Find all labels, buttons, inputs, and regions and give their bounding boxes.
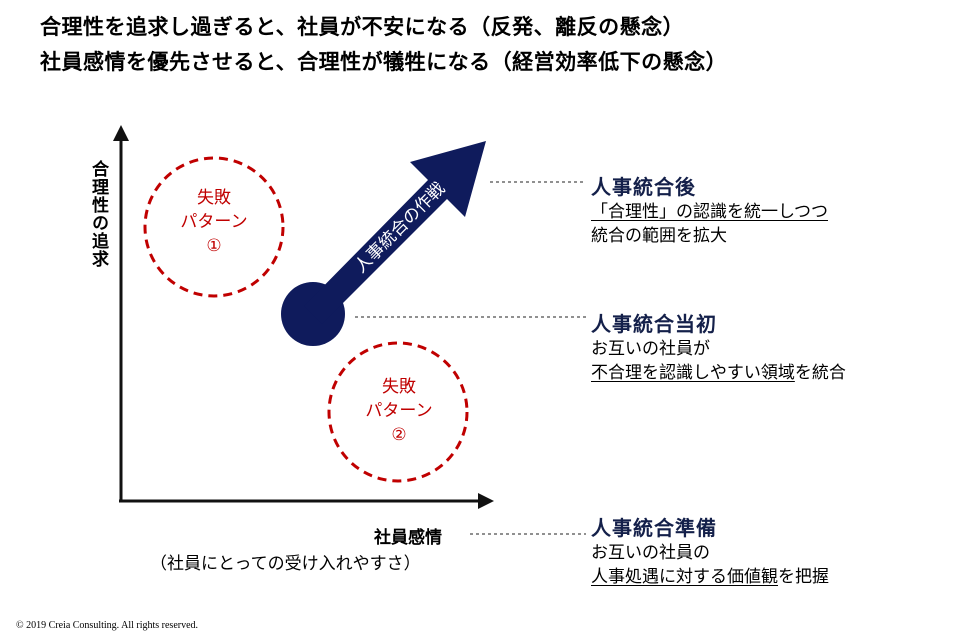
failure-pattern-2-line2: パターン	[365, 401, 433, 421]
failure-pattern-circle-1	[143, 156, 285, 298]
y-axis-label: 合理性の追求	[88, 160, 108, 268]
failure-pattern-1: 失敗 パターン ①	[144, 186, 284, 258]
x-axis-arrowhead	[478, 493, 494, 509]
failure-pattern-1-line2: パターン	[180, 212, 248, 232]
stage-initial-title: 人事統合当初	[591, 312, 717, 336]
failure-pattern-1-number: ①	[206, 236, 222, 256]
stage-initial-integration: 人事統合当初 お互いの社員が 不合理を認識しやすい領域を統合	[591, 308, 846, 385]
stage-integration-preparation: 人事統合準備 お互いの社員の 人事処遇に対する価値観を把握	[591, 512, 829, 589]
strategy-arrow	[281, 141, 486, 346]
x-axis-label: 社員感情	[374, 528, 442, 548]
failure-pattern-1-line1: 失敗	[197, 188, 231, 208]
stage-after-line1: 「合理性」の認識を統一しつつ	[591, 200, 828, 224]
y-axis-arrowhead	[113, 125, 129, 141]
stage-prep-line2: 人事処遇に対する価値観を把握	[591, 565, 829, 589]
stage-after-line1-underlined: 「合理性」の認識を統一しつつ	[591, 202, 828, 222]
stage-initial-line2-underlined: 不合理を認識しやすい領域	[591, 363, 795, 383]
stage-after-integration: 人事統合後 「合理性」の認識を統一しつつ 統合の範囲を拡大	[591, 171, 828, 248]
failure-pattern-2: 失敗 パターン ②	[329, 375, 469, 447]
stage-prep-line2-underlined: 人事処遇に対する価値観	[591, 567, 778, 587]
copyright-notice: © 2019 Creia Consulting. All rights rese…	[16, 620, 199, 631]
stage-initial-line2-rest: を統合	[794, 363, 846, 383]
strategy-arrow-label: 人事統合の作戦	[351, 179, 449, 277]
headline-line-2: 社員感情を優先させると、合理性が犠牲になる（経営効率低下の懸念）	[40, 50, 728, 74]
stage-initial-line1: お互いの社員が	[591, 339, 710, 359]
stage-prep-title: 人事統合準備	[591, 516, 717, 540]
stage-initial-line2: 不合理を認識しやすい領域を統合	[591, 361, 846, 385]
stage-prep-line2-rest: を把握	[778, 567, 829, 587]
stage-after-title: 人事統合後	[591, 175, 696, 199]
stage-prep-line1: お互いの社員の	[591, 543, 710, 563]
failure-pattern-circle-2	[327, 341, 469, 483]
stage-after-line2: 統合の範囲を拡大	[591, 226, 727, 246]
headline-line-1: 合理性を追求し過ぎると、社員が不安になる（反発、離反の懸念）	[40, 15, 685, 39]
failure-pattern-2-number: ②	[391, 425, 407, 445]
x-axis-sublabel: （社員にとっての受け入れやすさ）	[150, 554, 421, 574]
failure-pattern-2-line1: 失敗	[382, 377, 416, 397]
